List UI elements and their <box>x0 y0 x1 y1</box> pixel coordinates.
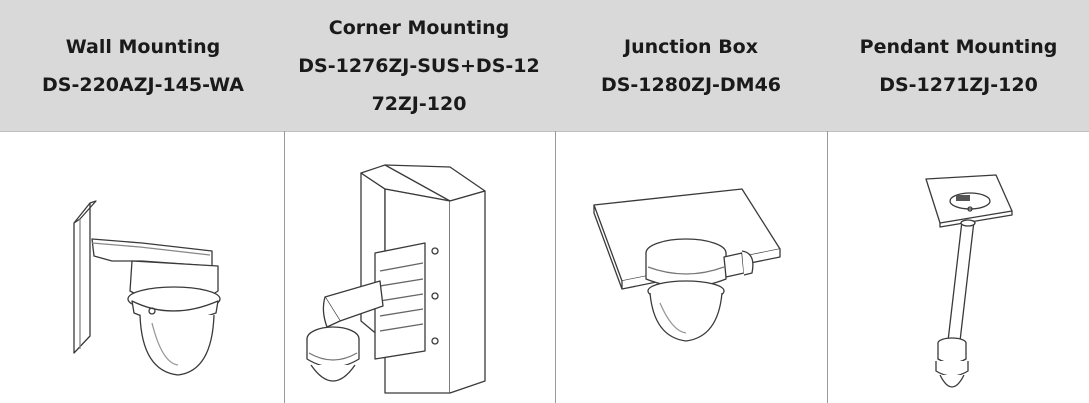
model-number-continued: 72ZJ-120 <box>371 92 467 115</box>
junction-box-illustration <box>556 131 827 403</box>
column-title: Wall Mounting <box>65 35 221 58</box>
corner-mount-illustration <box>285 131 555 403</box>
row-divider <box>0 131 1089 132</box>
column-divider <box>827 131 828 403</box>
header-cell-pendant-mounting: Pendant Mounting DS-1271ZJ-120 <box>828 0 1089 131</box>
model-number: DS-220AZJ-145-WA <box>42 73 244 96</box>
header-cell-wall-mounting: Wall Mounting DS-220AZJ-145-WA <box>12 0 274 131</box>
pendant-mount-illustration <box>828 131 1089 403</box>
header-cell-junction-box: Junction Box DS-1280ZJ-DM46 <box>556 0 826 131</box>
column-divider <box>555 131 556 403</box>
wall-mount-illustration <box>12 131 284 403</box>
column-divider <box>284 131 285 403</box>
table-header-row: Wall Mounting DS-220AZJ-145-WA Corner Mo… <box>0 0 1089 131</box>
column-title: Corner Mounting <box>328 16 510 39</box>
column-title: Pendant Mounting <box>859 35 1058 58</box>
model-number: DS-1271ZJ-120 <box>879 73 1038 96</box>
model-number: DS-1276ZJ-SUS+DS-12 <box>298 54 540 77</box>
column-title: Junction Box <box>624 35 758 58</box>
model-number: DS-1280ZJ-DM46 <box>600 73 782 96</box>
header-cell-corner-mounting: Corner Mounting DS-1276ZJ-SUS+DS-12 72ZJ… <box>285 0 553 131</box>
